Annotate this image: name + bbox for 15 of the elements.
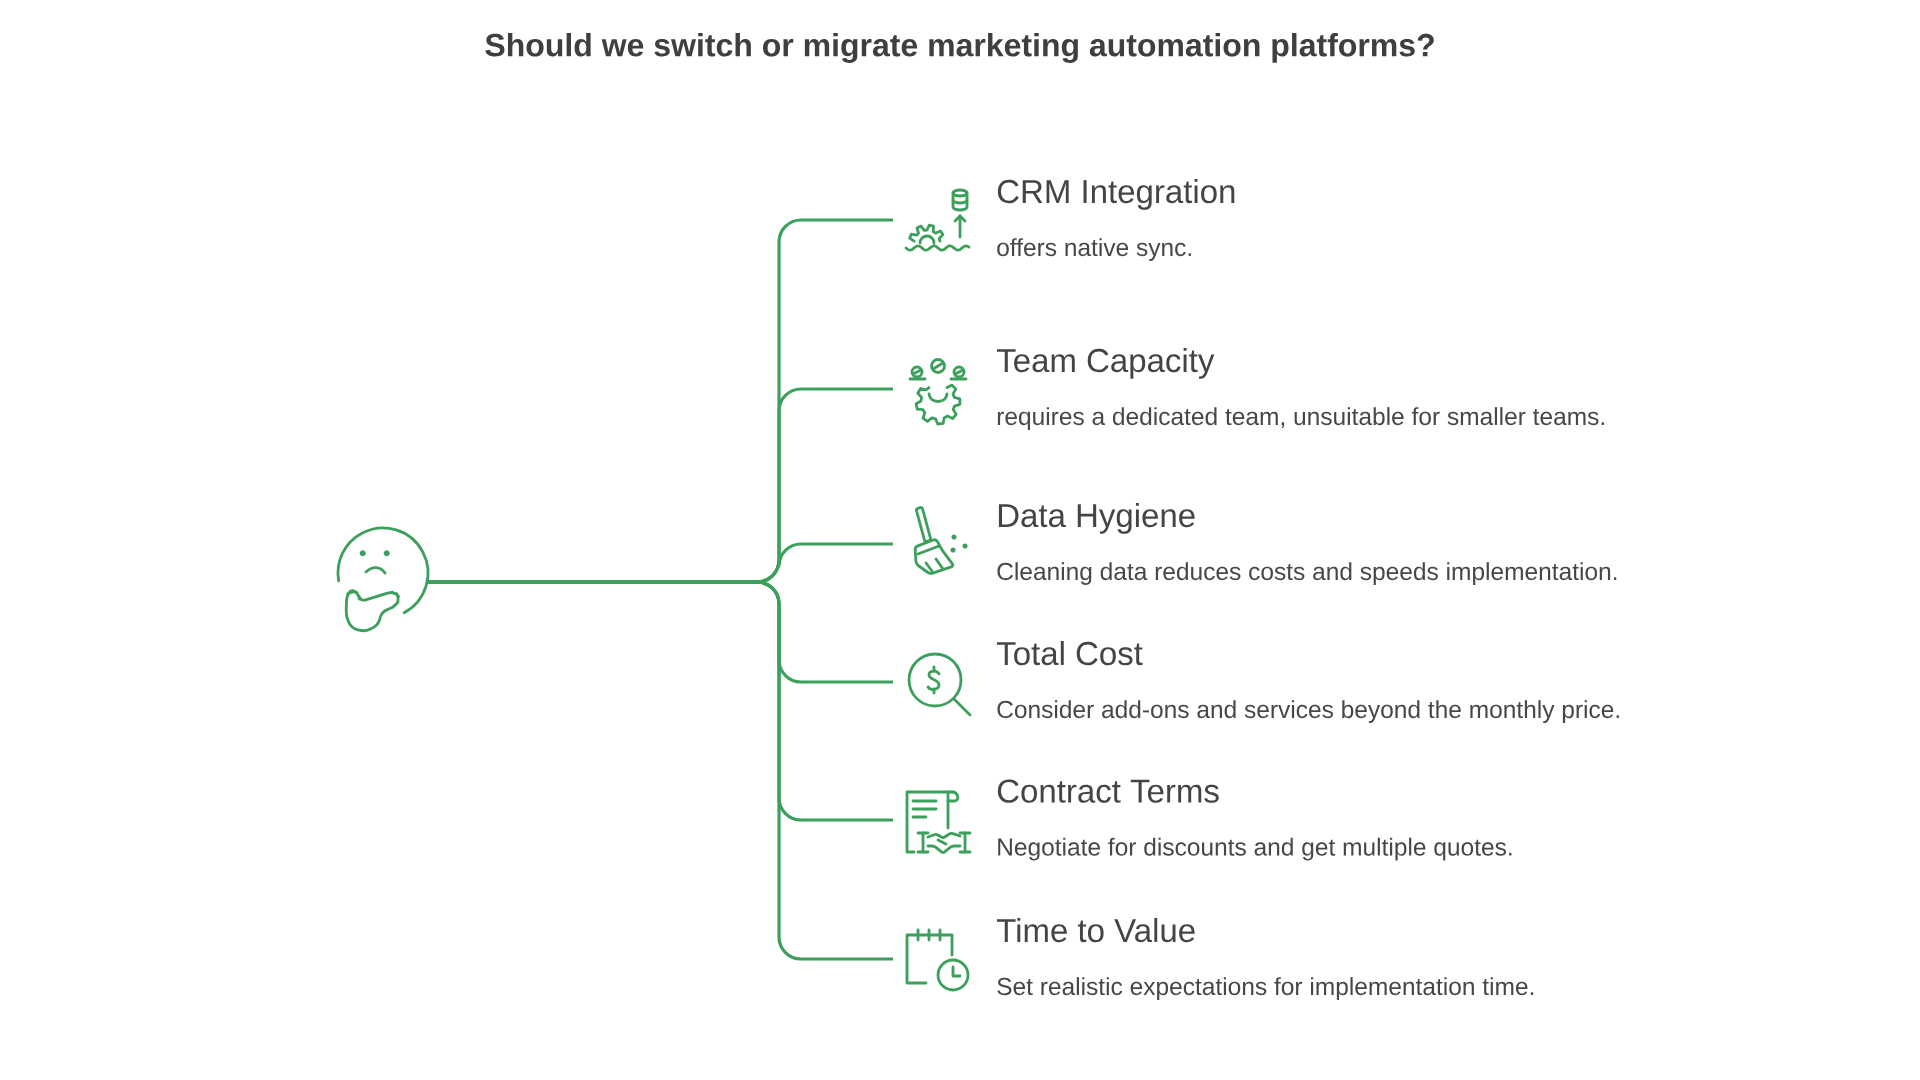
- thinking-face-icon: [336, 526, 430, 632]
- description: Set realistic expectations for implementation time.: [997, 977, 1534, 1000]
- description: requires a dedicated team, unsuitable for smaller teams.: [997, 407, 1604, 430]
- heading: Contract Terms: [997, 779, 1219, 803]
- heading: Team Capacity: [996, 348, 1215, 379]
- title: Should we switch or migrate marketing automation platforms?: [485, 33, 1434, 63]
- connector-line: [428, 580, 893, 961]
- description: offers native sync.: [997, 238, 1191, 261]
- description: Consider add-ons and services beyond the monthly price.: [997, 700, 1619, 723]
- heading: Data Hygiene: [998, 503, 1195, 534]
- heading: Time to Value: [996, 918, 1195, 943]
- heading: Total Cost: [996, 641, 1143, 666]
- description: Negotiate for discounts and get multiple quotes.: [998, 837, 1512, 861]
- description: Cleaning data reduces costs and speeds implementation.: [997, 562, 1617, 585]
- heading: CRM Integration: [997, 179, 1235, 210]
